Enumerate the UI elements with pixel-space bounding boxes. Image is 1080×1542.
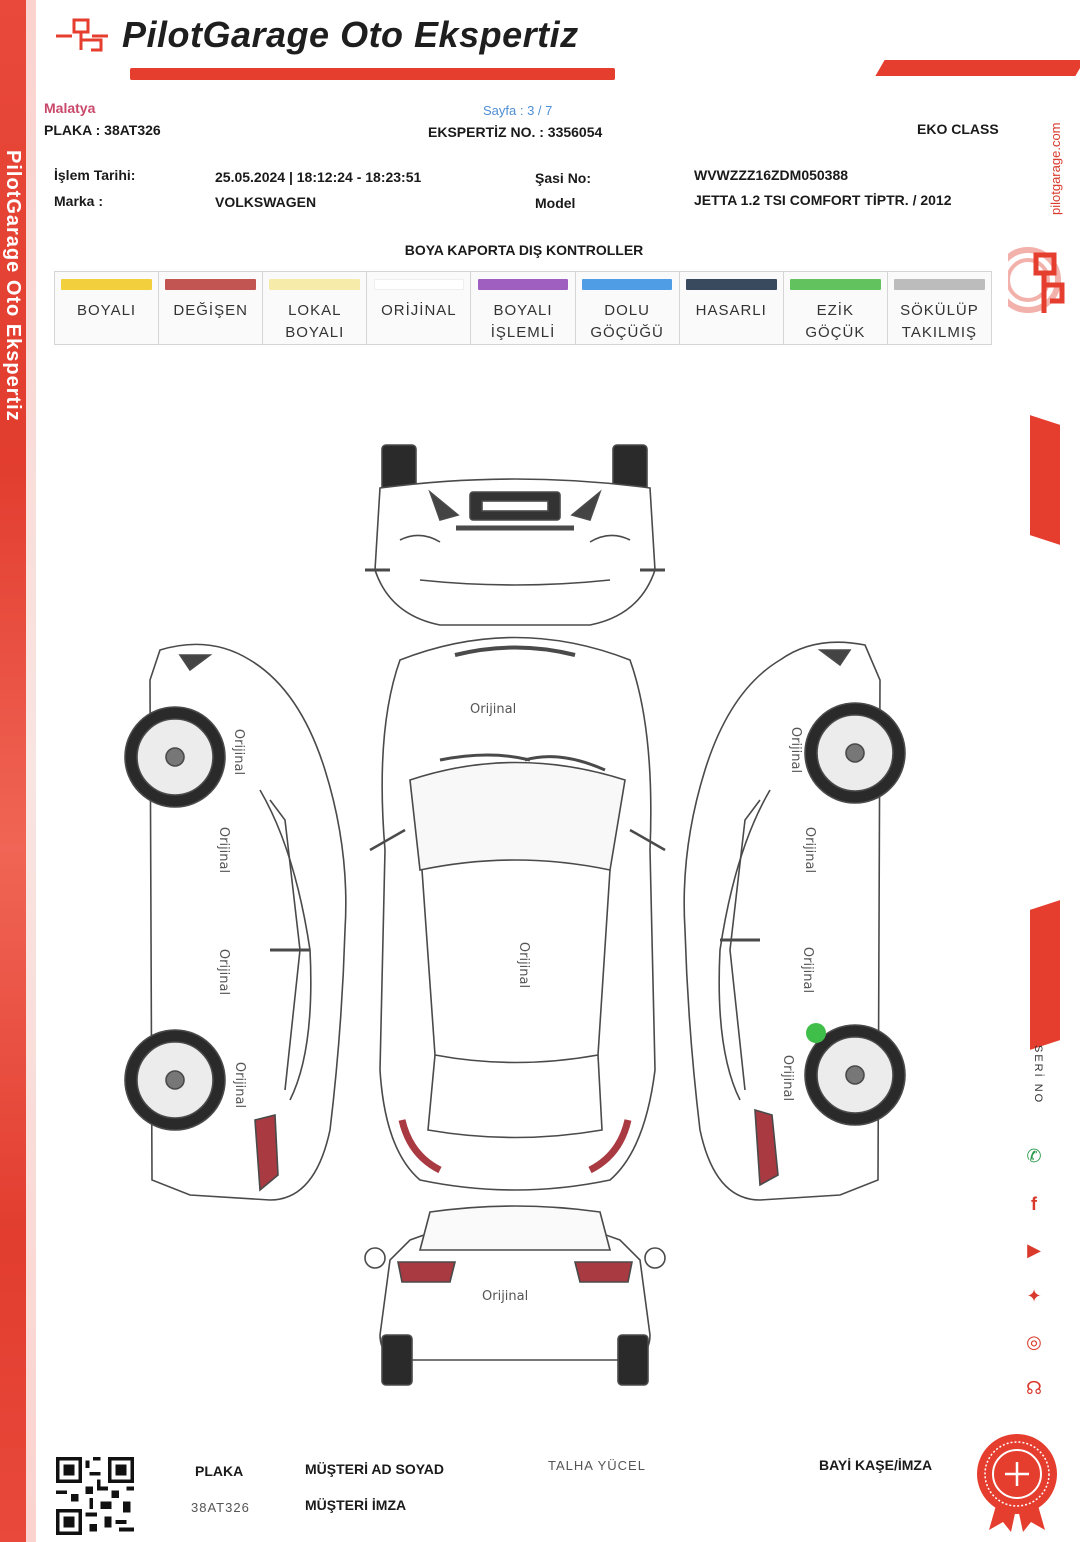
city-name: Malatya bbox=[44, 100, 96, 116]
legend-label: DOLU GÖÇÜĞÜ bbox=[590, 302, 664, 341]
legend-label: HASARLI bbox=[695, 302, 767, 319]
car-top-view bbox=[369, 636, 666, 1191]
pilotgarage-side-logo-icon bbox=[1008, 247, 1065, 313]
plate-value: 38AT326 bbox=[104, 122, 161, 138]
customer-name-label: MÜŞTERİ AD SOYAD bbox=[305, 1461, 444, 1477]
legend-item: BOYALI bbox=[55, 272, 160, 344]
model-label: Model bbox=[535, 195, 576, 211]
legend-label: ORİJİNAL bbox=[381, 302, 457, 319]
right-edge-wedge bbox=[875, 60, 1080, 76]
legend-swatch bbox=[581, 279, 673, 290]
dealer-stamp-label: BAYİ KAŞE/İMZA bbox=[819, 1457, 933, 1473]
page-number: Sayfa : 3 / 7 bbox=[483, 103, 553, 118]
youtube-icon: ▶ bbox=[1027, 1240, 1041, 1260]
legend-swatch bbox=[165, 279, 257, 290]
legend-swatch bbox=[61, 279, 152, 290]
legend-swatch bbox=[373, 279, 465, 290]
dent-marker bbox=[806, 1023, 826, 1043]
legend-item: SÖKÜLÜP TAKILMIŞ bbox=[888, 272, 991, 344]
legend-item: BOYALI İŞLEMLİ bbox=[471, 272, 576, 344]
quality-seal-icon bbox=[977, 1434, 1057, 1532]
customer-signature-label: MÜŞTERİ İMZA bbox=[305, 1497, 407, 1513]
support-headset-icon: ☊ bbox=[1026, 1378, 1042, 1398]
legend-item: DOLU GÖÇÜĞÜ bbox=[576, 272, 680, 344]
label-left-rear-door: Orijinal bbox=[216, 949, 231, 995]
date-label: İşlem Tarihi: bbox=[54, 167, 136, 183]
label-right-front-fender: Orijinal bbox=[788, 727, 803, 773]
legend-swatch bbox=[685, 279, 777, 290]
color-legend: BOYALI DEĞİŞEN LOKAL BOYALI ORİJİNAL BOYALI … bbox=[54, 271, 992, 345]
legend-title: BOYA KAPORTA DIŞ KONTROLLER bbox=[404, 242, 644, 258]
label-trunk: Orijinal bbox=[482, 1289, 528, 1304]
right-edge-wedge bbox=[1030, 900, 1060, 1050]
title-underline bbox=[130, 68, 615, 80]
twitter-icon: ✦ bbox=[1026, 1286, 1042, 1306]
serial-number-label: SERİ NO bbox=[1032, 1045, 1044, 1105]
label-right-rear-fender: Orijinal bbox=[780, 1055, 795, 1101]
legend-swatch bbox=[894, 279, 985, 290]
legend-label: BOYALI bbox=[77, 302, 137, 319]
left-edge-stripe bbox=[0, 0, 26, 1542]
label-left-front-fender: Orijinal bbox=[231, 729, 246, 775]
legend-swatch bbox=[477, 279, 569, 290]
car-body-diagram: Orijinal Orijinal Orijinal Orijinal Orij… bbox=[124, 444, 906, 1386]
left-edge-brand-watermark: PilotGarage Oto Ekspertiz bbox=[2, 150, 24, 422]
plate-label: PLAKA : bbox=[44, 122, 101, 138]
side-website-url: pilotgarage.com bbox=[1048, 122, 1063, 216]
instagram-icon: ◎ bbox=[1026, 1332, 1042, 1352]
legend-label: LOKAL BOYALI bbox=[285, 302, 345, 341]
car-rear-view bbox=[364, 1205, 666, 1386]
facebook-icon: f bbox=[1031, 1194, 1037, 1214]
car-front-view bbox=[365, 444, 665, 626]
brand-label: Marka : bbox=[54, 193, 104, 209]
model-value: JETTA 1.2 TSI COMFORT TİPTR. / 2012 bbox=[694, 192, 952, 208]
legend-label: SÖKÜLÜP TAKILMIŞ bbox=[900, 302, 979, 341]
legend-swatch bbox=[789, 279, 881, 290]
chassis-value: WVWZZZ16ZDM050388 bbox=[694, 167, 849, 183]
brand-value: VOLKSWAGEN bbox=[215, 194, 317, 210]
legend-item: HASARLI bbox=[680, 272, 784, 344]
legend-item: EZİK GÖÇÜK bbox=[784, 272, 888, 344]
footer-plate-label: PLAKA bbox=[195, 1463, 244, 1479]
faint-background-text bbox=[40, 378, 1000, 400]
date-value: 25.05.2024 | 18:12:24 - 18:23:51 bbox=[215, 169, 422, 185]
pilotgarage-logo-icon bbox=[56, 18, 108, 52]
car-right-side-view bbox=[683, 641, 906, 1201]
label-right-front-door: Orijinal bbox=[802, 827, 817, 873]
car-left-side-view bbox=[124, 643, 347, 1201]
label-right-rear-door: Orijinal bbox=[800, 947, 815, 993]
legend-item: LOKAL BOYALI bbox=[263, 272, 368, 344]
brand-title: PilotGarage Oto Ekspertiz bbox=[122, 14, 579, 55]
chassis-label: Şasi No: bbox=[535, 170, 592, 186]
legend-label: EZİK GÖÇÜK bbox=[805, 302, 866, 341]
plate-info: PLAKA : 38AT326 bbox=[44, 122, 161, 138]
report-number: EKSPERTİZ NO. : 3356054 bbox=[428, 124, 603, 140]
label-left-rear-fender: Orijinal bbox=[232, 1062, 247, 1108]
left-edge-stripe-inner bbox=[26, 0, 36, 1542]
whatsapp-icon: ✆ bbox=[1026, 1146, 1042, 1166]
legend-swatch bbox=[269, 279, 361, 290]
customer-name-value: TALHA YÜCEL bbox=[548, 1458, 646, 1473]
label-roof: Orijinal bbox=[516, 942, 531, 988]
label-left-front-door: Orijinal bbox=[216, 827, 231, 873]
legend-item: DEĞİŞEN bbox=[159, 272, 264, 344]
package-name: EKO CLASS bbox=[917, 121, 999, 137]
legend-label: BOYALI İŞLEMLİ bbox=[490, 302, 556, 341]
legend-label: DEĞİŞEN bbox=[173, 302, 248, 319]
legend-item: ORİJİNAL bbox=[367, 272, 472, 344]
right-edge-wedge bbox=[1030, 415, 1060, 545]
qr-code bbox=[56, 1457, 134, 1535]
label-hood: Orijinal bbox=[470, 702, 516, 717]
footer-plate-value: 38AT326 bbox=[191, 1500, 250, 1515]
